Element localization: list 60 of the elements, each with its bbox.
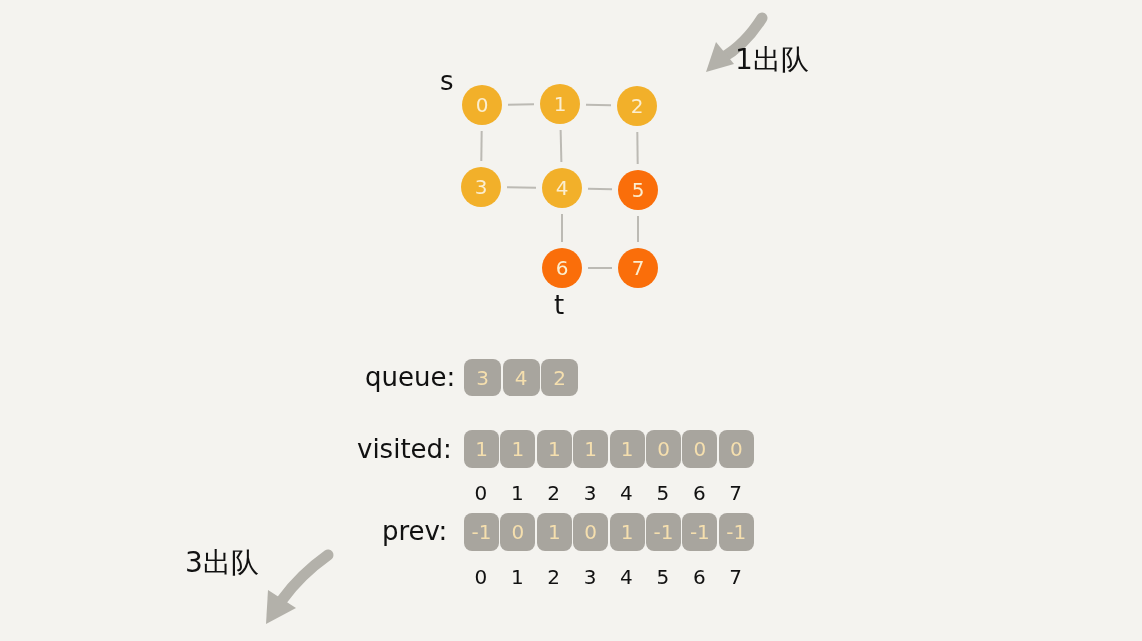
graph-node: 4 xyxy=(542,168,582,208)
array-cell: 0 xyxy=(682,430,718,468)
array-label: visited: xyxy=(357,436,452,462)
index-number: 0 xyxy=(474,483,488,503)
step-note: 1出队 xyxy=(735,46,809,74)
array-cell: -1 xyxy=(464,513,499,551)
graph-node: 6 xyxy=(542,248,582,288)
index-number: 2 xyxy=(547,483,561,503)
graph-edge xyxy=(561,213,563,243)
array-cell: -1 xyxy=(718,513,754,551)
graph-edge xyxy=(587,267,613,269)
array-cell: 1 xyxy=(536,430,572,468)
graph-edge xyxy=(585,103,612,107)
index-number: 5 xyxy=(656,567,670,587)
array-cell: 0 xyxy=(718,430,754,468)
array-cell: 0 xyxy=(573,513,609,551)
graph-edge xyxy=(637,215,639,243)
index-number: 1 xyxy=(510,483,524,503)
graph-node: 0 xyxy=(462,85,502,125)
index-number: 2 xyxy=(547,567,561,587)
graph-node: 3 xyxy=(461,167,501,207)
array-cell: 1 xyxy=(464,430,499,468)
graph-edge xyxy=(480,130,483,162)
graph-node: 1 xyxy=(540,84,580,124)
index-number: 1 xyxy=(510,567,524,587)
step-note: 3出队 xyxy=(185,549,259,577)
index-number: 6 xyxy=(692,483,706,503)
array-cell: 1 xyxy=(536,513,572,551)
array-cell: 1 xyxy=(573,430,609,468)
index-number: 4 xyxy=(620,567,633,587)
index-number: 5 xyxy=(656,483,670,503)
index-number: 3 xyxy=(583,483,597,503)
graph-node: 7 xyxy=(618,248,658,288)
array-cell: 0 xyxy=(500,513,536,551)
index-number: 3 xyxy=(583,567,597,587)
index-number: 0 xyxy=(474,567,488,587)
array-cell: 0 xyxy=(646,430,681,468)
array-cell: 1 xyxy=(500,430,536,468)
graph-edge xyxy=(587,187,613,191)
array-cell: 2 xyxy=(541,359,578,396)
graph-node: 2 xyxy=(617,86,657,126)
graph-edge xyxy=(506,186,537,189)
index-number: 7 xyxy=(729,567,743,587)
array-label: queue: xyxy=(365,364,456,390)
array-cell: 1 xyxy=(609,513,645,551)
array-cell: 1 xyxy=(609,430,645,468)
graph-node: 5 xyxy=(618,170,658,210)
array-label: prev: xyxy=(382,518,448,544)
graph-edge xyxy=(636,131,639,165)
index-number: 7 xyxy=(729,483,743,503)
graph-edge xyxy=(559,129,563,163)
array-cell: -1 xyxy=(646,513,681,551)
index-number: 6 xyxy=(692,567,706,587)
node-label: t xyxy=(554,292,565,318)
node-label: s xyxy=(440,68,454,94)
graph-edge xyxy=(507,103,535,106)
array-cell: 3 xyxy=(464,359,501,396)
index-number: 4 xyxy=(620,483,633,503)
array-cell: -1 xyxy=(682,513,718,551)
array-cell: 4 xyxy=(502,359,540,396)
